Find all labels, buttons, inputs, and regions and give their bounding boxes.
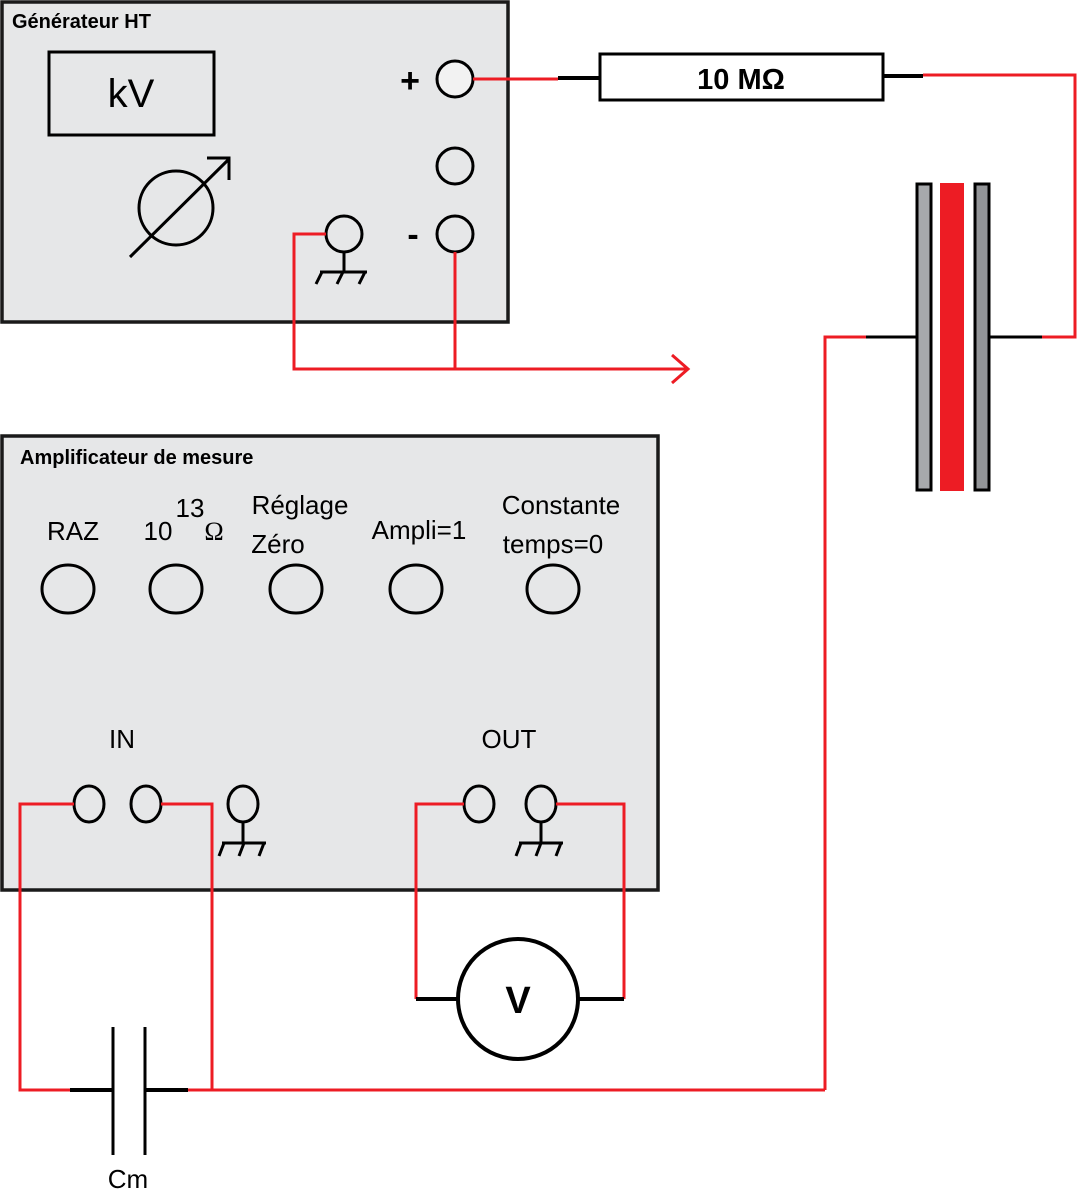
wire (414, 802, 464, 999)
wire (161, 802, 214, 1090)
button-label-exponent: 13 (176, 493, 205, 523)
amplifier-title: Amplificateur de mesure (20, 447, 253, 469)
button-label-zero: Zéro (251, 529, 304, 559)
capacitor-plate-right (973, 182, 991, 492)
generator-ground-wiring (292, 232, 691, 385)
button-label-10-13-ohm: 10 (144, 516, 173, 546)
terminal-plus[interactable] (435, 59, 475, 99)
kv-display-unit: kV (108, 72, 155, 116)
button-label-temps: temps=0 (503, 529, 603, 559)
terminal-plus-label: + (400, 62, 420, 100)
high-voltage-generator: Générateur HT kV + - (0, 0, 510, 324)
amplifier-panel (0, 434, 660, 892)
button-label-constante: Constante (502, 490, 621, 520)
capacitor-label: Cm (108, 1164, 148, 1194)
ground-icon (314, 252, 367, 285)
resistance-10-13-button[interactable] (148, 563, 204, 615)
ampli-1-button[interactable] (388, 563, 444, 615)
input-ground-terminal[interactable] (217, 784, 266, 857)
input-wiring (18, 802, 825, 1092)
output-label: OUT (482, 724, 537, 754)
wire (823, 335, 866, 1090)
zero-adjust-button[interactable] (268, 563, 324, 615)
button-label-reglage: Réglage (252, 490, 349, 520)
wire (556, 802, 626, 999)
dielectric-sample (940, 183, 964, 491)
input-label: IN (109, 724, 135, 754)
terminal-minus-label: - (407, 216, 418, 254)
button-label-ampli: Ampli=1 (372, 515, 467, 545)
arrow-right-icon (671, 353, 691, 385)
button-label-raz: RAZ (47, 516, 99, 546)
voltage-adjust-knob-icon[interactable] (128, 156, 231, 259)
wire (292, 232, 455, 371)
ground-terminal[interactable] (314, 214, 367, 285)
capacitor-plate-left (915, 182, 933, 492)
ground-icon (514, 822, 563, 857)
measurement-amplifier: Amplificateur de mesure RAZ 10 13 Ω Régl… (0, 434, 660, 892)
raz-button[interactable] (40, 563, 96, 615)
voltmeter-label: V (505, 980, 531, 1022)
voltmeter: V (414, 802, 626, 1061)
sample-capacitor (823, 182, 1042, 1090)
measurement-capacitor: Cm (70, 1027, 188, 1194)
voltmeter-body (456, 937, 580, 1061)
wire (18, 802, 74, 1092)
time-constant-button[interactable] (525, 563, 581, 615)
generator-title: Générateur HT (12, 11, 151, 33)
resistor-10-megohm: 10 MΩ (473, 52, 1077, 339)
resistor-label: 10 MΩ (697, 64, 785, 96)
wire (453, 252, 688, 371)
wire (923, 73, 1077, 339)
kv-display (47, 50, 216, 137)
terminal-middle[interactable] (435, 146, 475, 186)
resistor-body (598, 52, 885, 102)
ground-icon (217, 822, 266, 857)
button-label-ohm: Ω (204, 517, 223, 546)
generator-panel (0, 0, 510, 324)
